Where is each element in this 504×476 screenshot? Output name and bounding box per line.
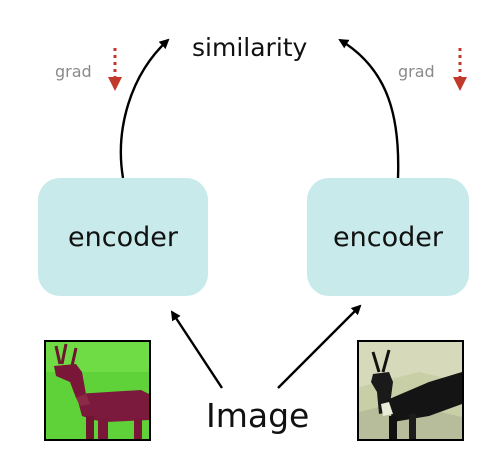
left-encoder-to-similarity-arrow [119,38,170,179]
right-grad-label: grad [398,62,435,81]
left-antelope-figure [46,342,149,439]
right-encoder-box: encoder [307,178,469,296]
image-to-right-encoder-arrow [277,304,362,389]
right-image-thumbnail [357,340,464,441]
image-to-left-encoder-arrow [170,310,224,389]
right-antelope-figure [359,342,462,439]
image-label: Image [206,396,310,435]
left-image-thumbnail [44,340,151,441]
left-encoder-label: encoder [68,221,178,253]
right-encoder-label: encoder [333,221,443,253]
right-encoder-to-similarity-arrow [338,38,400,179]
left-grad-label: grad [55,62,92,81]
left-encoder-box: encoder [38,178,208,296]
similarity-label: similarity [192,33,308,62]
